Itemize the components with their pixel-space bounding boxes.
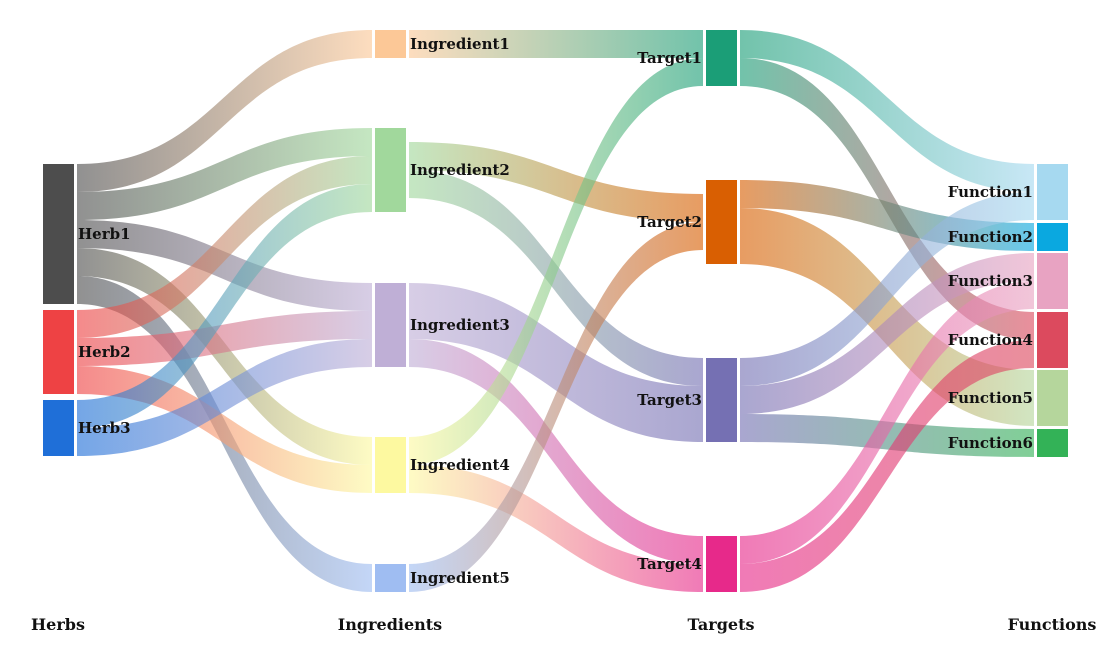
- link-ingredient3-to-target4: [409, 339, 703, 564]
- node-function2: [1037, 223, 1068, 251]
- node-herb1: [43, 164, 74, 304]
- link-herb1-to-ingredient4: [77, 248, 372, 465]
- node-label-function6: Function6: [948, 434, 1033, 452]
- node-label-target4: Target4: [637, 555, 702, 573]
- node-target1: [706, 30, 737, 86]
- node-ingredient4: [375, 437, 406, 493]
- node-label-target1: Target1: [637, 49, 702, 67]
- link-herb1-to-ingredient1: [77, 30, 372, 192]
- link-target3-to-function1: [740, 192, 1034, 386]
- link-ingredient1-to-target1: [409, 30, 703, 58]
- node-label-function2: Function2: [948, 228, 1033, 246]
- node-label-herb2: Herb2: [78, 343, 131, 361]
- node-herb3: [43, 400, 74, 456]
- node-label-ingredient1: Ingredient1: [410, 35, 510, 53]
- node-label-function5: Function5: [948, 389, 1033, 407]
- node-label-ingredient2: Ingredient2: [410, 161, 510, 179]
- node-ingredient2: [375, 128, 406, 212]
- link-target4-to-function3: [740, 281, 1034, 564]
- link-herb3-to-ingredient2: [77, 184, 372, 428]
- stage-label-functions: Functions: [1008, 615, 1097, 634]
- node-target4: [706, 536, 737, 592]
- node-label-function3: Function3: [948, 272, 1033, 290]
- node-function6: [1037, 429, 1068, 457]
- node-target3: [706, 358, 737, 442]
- node-function1: [1037, 164, 1068, 220]
- link-target1-to-function4: [740, 58, 1034, 340]
- node-function5: [1037, 370, 1068, 426]
- stage-label-targets: Targets: [688, 615, 755, 634]
- stage-label-herbs: Herbs: [31, 615, 85, 634]
- node-label-herb3: Herb3: [78, 419, 131, 437]
- node-target2: [706, 180, 737, 264]
- node-function4: [1037, 312, 1068, 368]
- node-label-ingredient5: Ingredient5: [410, 569, 510, 587]
- link-herb1-to-ingredient2: [77, 128, 372, 220]
- nodes-layer: [43, 30, 1068, 592]
- link-target4-to-function4: [740, 340, 1034, 592]
- stage-label-ingredients: Ingredients: [338, 615, 442, 634]
- link-herb2-to-ingredient3: [77, 311, 372, 366]
- node-label-ingredient3: Ingredient3: [410, 316, 510, 334]
- node-label-target2: Target2: [637, 213, 702, 231]
- node-label-target3: Target3: [637, 391, 702, 409]
- node-function3: [1037, 253, 1068, 309]
- link-ingredient5-to-target2: [409, 222, 703, 592]
- link-target1-to-function1: [740, 30, 1034, 192]
- link-ingredient3-to-target3: [409, 283, 703, 442]
- node-herb2: [43, 310, 74, 394]
- link-ingredient2-to-target3: [409, 170, 703, 386]
- node-label-function4: Function4: [948, 331, 1033, 349]
- node-ingredient1: [375, 30, 406, 58]
- node-label-herb1: Herb1: [78, 225, 131, 243]
- links-layer: [77, 30, 1034, 592]
- link-ingredient4-to-target1: [409, 58, 703, 465]
- link-herb2-to-ingredient2: [77, 156, 372, 338]
- link-ingredient2-to-target2: [409, 142, 703, 222]
- node-label-ingredient4: Ingredient4: [410, 456, 510, 474]
- link-ingredient4-to-target4: [409, 465, 703, 592]
- node-ingredient3: [375, 283, 406, 367]
- link-herb3-to-ingredient3: [77, 339, 372, 456]
- node-ingredient5: [375, 564, 406, 592]
- node-label-function1: Function1: [948, 183, 1033, 201]
- stage-labels-layer: Herbs Ingredients Targets Functions: [31, 615, 1096, 634]
- link-target3-to-function3: [740, 253, 1034, 414]
- link-herb1-to-ingredient3: [77, 220, 372, 311]
